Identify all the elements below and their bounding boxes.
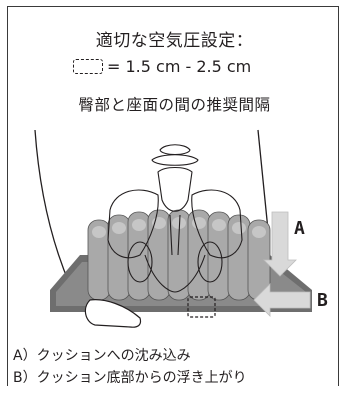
air-cells bbox=[87, 209, 271, 301]
right-thigh-outline bbox=[257, 129, 269, 231]
arrow-left bbox=[253, 283, 311, 317]
label-b: B bbox=[317, 290, 328, 311]
legend-item-b: B）クッション底部からの浮き上がり bbox=[13, 370, 247, 386]
air-cell-highlights bbox=[92, 217, 266, 238]
hand-outline bbox=[84, 299, 142, 328]
diagram-frame bbox=[7, 6, 339, 386]
label-a: A bbox=[294, 218, 305, 239]
gap-indicator-box bbox=[187, 296, 216, 318]
arrow-down bbox=[263, 211, 297, 277]
legend-item-a: A）クッションへの沈み込み bbox=[13, 348, 191, 364]
dashed-gap-icon bbox=[73, 59, 103, 74]
title: 適切な空気圧設定： bbox=[95, 31, 254, 51]
pelvis-skeleton bbox=[107, 144, 243, 293]
formula: = 1.5 cm - 2.5 cm bbox=[73, 57, 251, 76]
formula-text: = 1.5 cm - 2.5 cm bbox=[107, 57, 252, 76]
subtitle: 臀部と座面の間の推奨間隔 bbox=[78, 96, 271, 114]
